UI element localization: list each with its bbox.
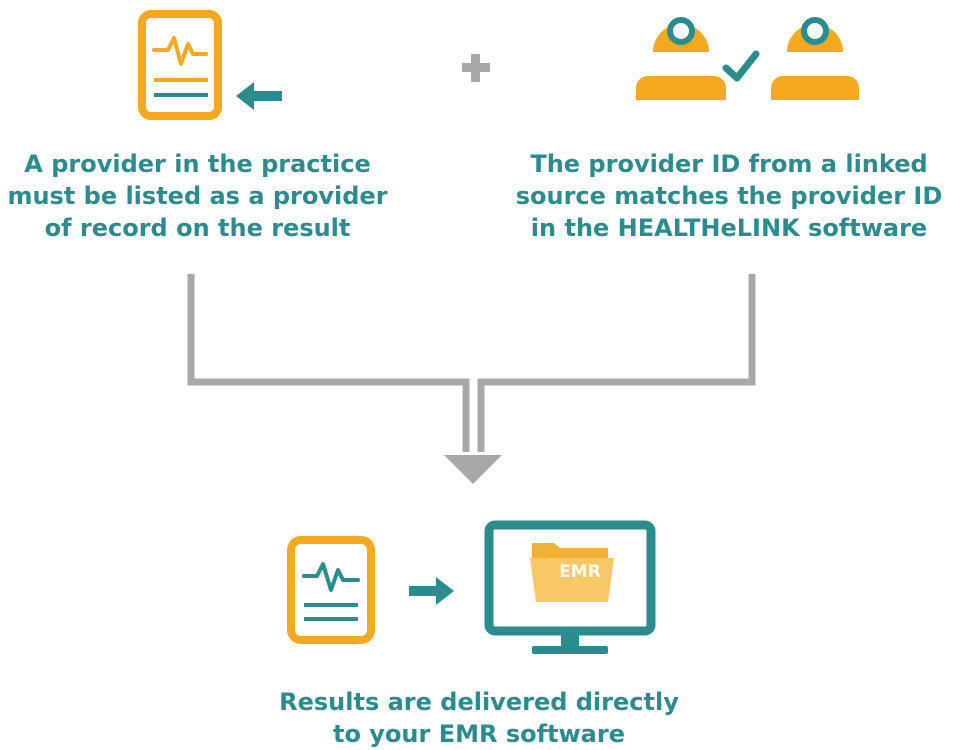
caption-provider-id-match: The provider ID from a linked source mat… — [515, 150, 943, 242]
merge-connector — [187, 274, 756, 452]
caption-provider-of-record: A provider in the practice must be liste… — [7, 150, 388, 242]
arrow-right-icon — [409, 577, 454, 605]
checkmark-icon — [722, 50, 760, 82]
folder-label: EMR — [559, 562, 601, 582]
clinical-document-icon — [287, 536, 375, 644]
folder-icon — [530, 543, 614, 602]
arrow-left-icon — [236, 82, 282, 110]
provider-doctor-icon — [636, 17, 726, 100]
plus-icon — [462, 54, 490, 82]
caption-results-delivered: Results are delivered directly to your E… — [279, 688, 679, 748]
provider-doctor-icon — [771, 17, 859, 100]
arrow-down-icon — [444, 455, 502, 484]
monitor-icon — [484, 520, 656, 654]
clinical-document-icon — [138, 10, 222, 120]
